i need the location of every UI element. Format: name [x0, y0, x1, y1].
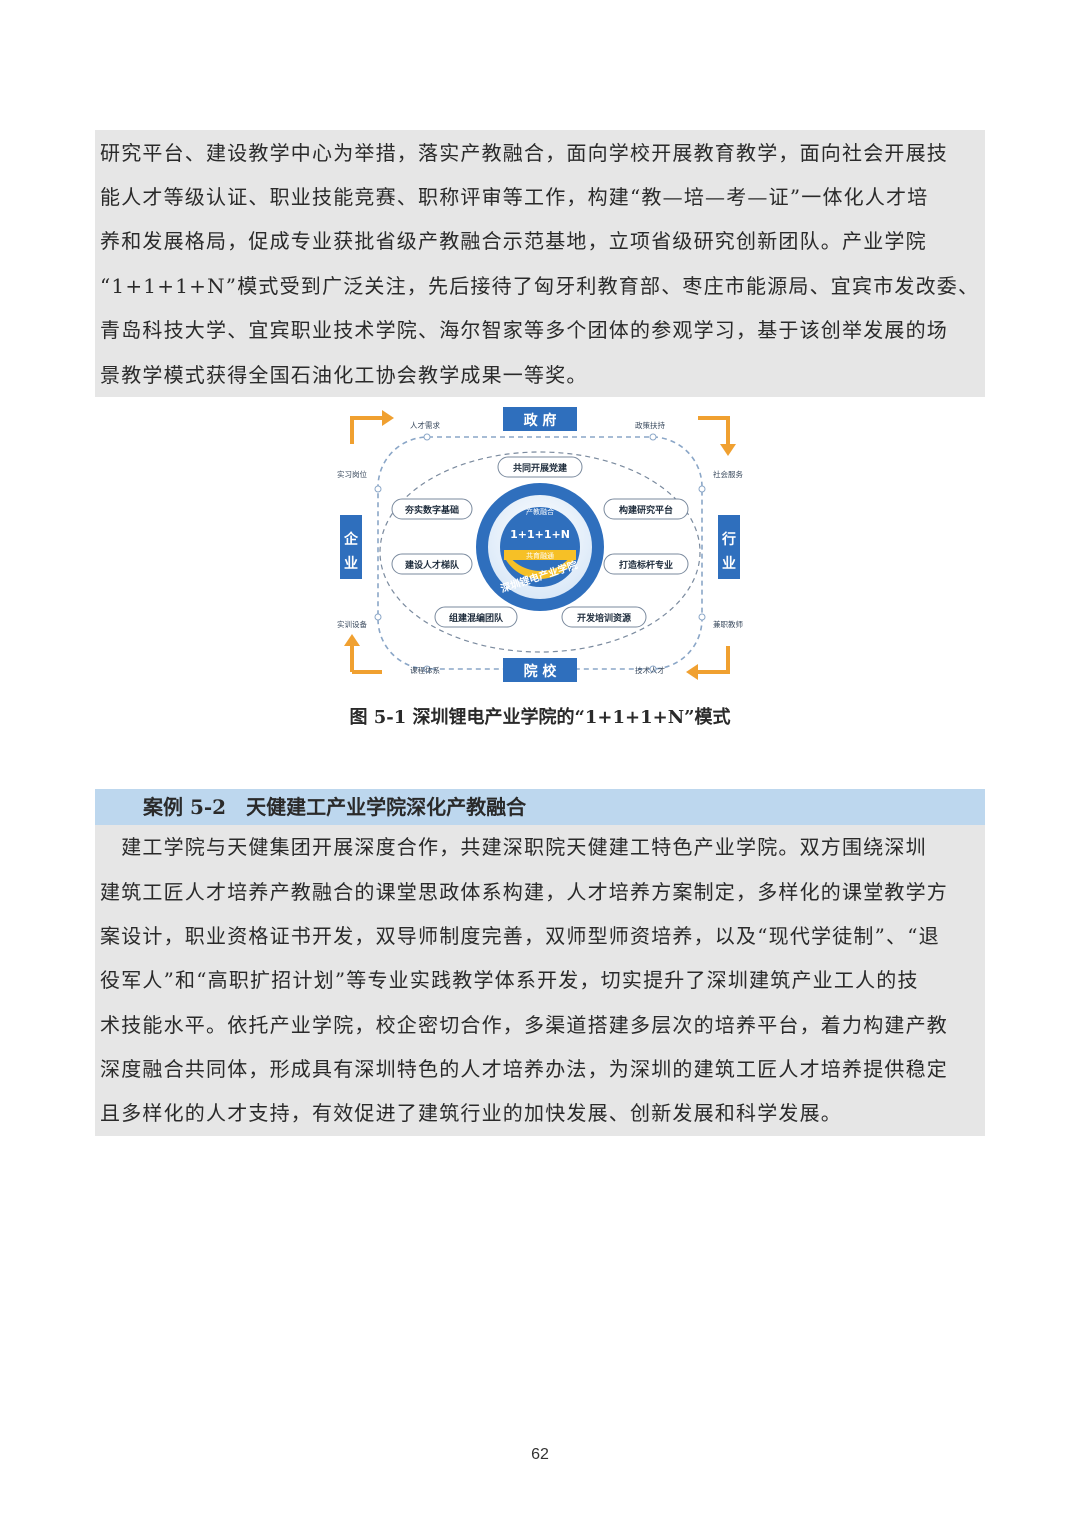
arrow-bottom-right-icon [698, 646, 730, 674]
case-header: 案例 5-2 天健建工产业学院深化产教融合 [95, 789, 985, 825]
inner-ring [379, 451, 701, 653]
edge-label-training-equipment: 实训设备 [337, 619, 367, 629]
node-research-label: 构建研究平台 [619, 504, 673, 516]
model-diagram: 政 府 院 校 企 业 行 业 人才需求 政策扶持 实习岗位 社会服务 实训设备… [337, 407, 743, 682]
arrowhead-icon [344, 634, 360, 646]
node-party-label: 共同开展党建 [513, 462, 568, 474]
paragraph-line: 役军人”和“高职扩招计划”等专业实践教学体系开发，切实提升了深圳建筑产业工人的技 [100, 968, 919, 992]
frame-dot [374, 485, 382, 493]
paragraph-line: 且多样化的人才支持，有效促进了建筑行业的加快发展、创新发展和科学发展。 [100, 1101, 842, 1125]
school-box [503, 658, 577, 682]
paragraph-line: 养和发展格局，促成专业获批省级产教融合示范基地，立项省级研究创新团队。产业学院 [100, 229, 927, 253]
edge-label-part-time-teachers: 兼职教师 [713, 619, 743, 629]
node-talent-ladder-label: 建设人才梯队 [405, 559, 460, 571]
node-digital-label: 夯实数字基础 [404, 504, 459, 516]
industry-label-1: 行 [721, 531, 736, 548]
enterprise-label-2: 业 [344, 556, 358, 572]
center-band-label: 共育融通 [526, 551, 554, 560]
industry-label-2: 业 [722, 556, 736, 572]
edge-label-social-service: 社会服务 [713, 469, 743, 479]
node-research-box [603, 498, 689, 520]
node-mixed-team-label: 组建混编团队 [449, 612, 504, 624]
enterprise-box [340, 515, 362, 579]
arrowhead-icon [686, 664, 698, 680]
center-model-label: 1+1+1+N [510, 528, 570, 541]
paragraph-line: 能人才等级认证、职业技能竞赛、职称评审等工作，构建“教—培—考—证”一体化人才培 [100, 185, 929, 209]
top-paragraph: 研究平台、建设教学中心为举措，落实产教融合，面向学校开展教育教学，面向社会开展技… [95, 130, 985, 397]
center-top-arc-label: 产教融合 [526, 507, 554, 516]
case-title: 案例 5-2 天健建工产业学院深化产教融合 [143, 795, 527, 819]
enterprise-label-1: 企 [343, 531, 359, 548]
page-number: 62 [531, 1446, 549, 1463]
school-label: 院 校 [524, 663, 558, 680]
paragraph-line: “1+1+1+N”模式受到广泛关注，先后接待了匈牙利教育部、枣庄市能源局、宜宾市… [100, 274, 980, 298]
frame-dot [698, 613, 706, 621]
paragraph-line: 术技能水平。依托产业学院，校企密切合作，多渠道搭建多层次的培养平台，着力构建产教 [100, 1013, 948, 1037]
arrowhead-icon [720, 444, 736, 456]
paragraph-line: 建工学院与天健集团开展深度合作，共建深职院天健建工特色产业学院。双方围绕深圳 [100, 835, 927, 859]
paragraph-line: 景教学模式获得全国石油化工协会教学成果一等奖。 [100, 363, 588, 387]
government-label: 政 府 [524, 412, 557, 429]
figure-caption: 图 5-1 深圳锂电产业学院的“1+1+1+N”模式 [349, 707, 731, 728]
frame-dot [649, 665, 657, 673]
node-mixed-team-box [434, 606, 518, 628]
paragraph-line: 研究平台、建设教学中心为举措，落实产教融合，面向学校开展教育教学，面向社会开展技 [100, 141, 948, 165]
case-body: 建工学院与天健集团开展深度合作，共建深职院天健建工特色产业学院。双方围绕深圳 建… [95, 825, 985, 1136]
node-training-resources-label: 开发培训资源 [577, 612, 631, 624]
frame-dot [423, 433, 431, 441]
arrow-top-right-icon [698, 416, 730, 444]
node-benchmark-box [603, 553, 689, 575]
frame-dot [698, 485, 706, 493]
paragraph-line: 案设计，职业资格证书开发，双导师制度完善，双师型师资培养，以及“现代学徒制”、“… [100, 924, 940, 948]
paragraph-line: 深度融合共同体，形成具有深圳特色的人才培养办法，为深圳的建筑工匠人才培养提供稳定 [100, 1057, 948, 1081]
government-box [503, 407, 577, 431]
node-party-box [497, 456, 583, 478]
frame-dot [374, 613, 382, 621]
node-benchmark-label: 打造标杆专业 [619, 559, 673, 571]
node-training-resources-box [561, 606, 647, 628]
edge-label-curriculum: 课程体系 [410, 665, 440, 675]
edge-label-internship: 实习岗位 [337, 469, 367, 479]
center-emblem: 产教融合 1+1+1+N 共育融通 深圳锂电产业学院 [476, 483, 604, 611]
node-digital-box [391, 498, 473, 520]
frame-dot [423, 665, 431, 673]
arrow-top-left-icon [350, 416, 382, 444]
node-talent-ladder-box [391, 553, 473, 575]
industry-box [718, 515, 740, 579]
paragraph-line: 青岛科技大学、宜宾职业技术学院、海尔智家等多个团体的参观学习，基于该创举发展的场 [100, 318, 948, 342]
frame-dot [649, 433, 657, 441]
edge-label-talent-demand: 人才需求 [410, 420, 440, 430]
edge-label-policy-support: 政策扶持 [635, 420, 665, 430]
edge-label-technical-talent: 技术人才 [635, 665, 665, 675]
paragraph-line: 建筑工匠人才培养产教融合的课堂思政体系构建，人才培养方案制定，多样化的课堂教学方 [100, 880, 948, 904]
arrowhead-icon [382, 410, 394, 426]
